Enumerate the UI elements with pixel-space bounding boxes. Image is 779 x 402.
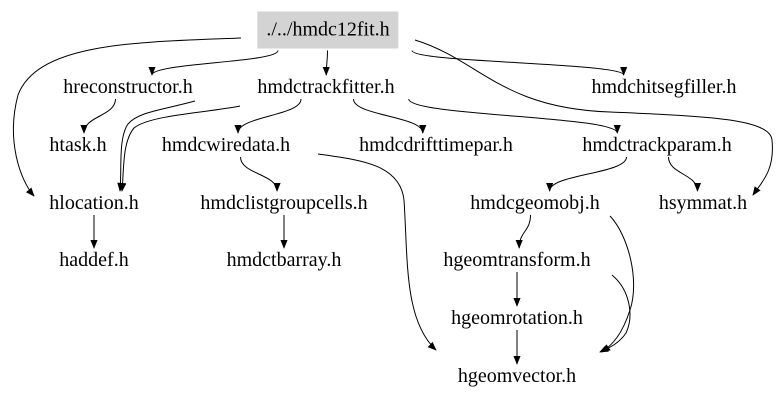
edge-hreconstructor-to-hlocation: [117, 100, 196, 192]
edge-hmdcwiredata-to-hgeomvector: [317, 153, 437, 351]
node-hmdcdrifttimepar[interactable]: hmdcdrifttimepar.h: [359, 134, 513, 156]
edge-hmdcgeomobj-to-hgeomvector: [601, 215, 635, 353]
node-hmdcgeomobj[interactable]: hmdcgeomobj.h: [470, 192, 600, 214]
node-hmdclistgroupcells[interactable]: hmdclistgroupcells.h: [200, 192, 368, 214]
node-hmdc12fit[interactable]: ./../hmdc12fit.h: [257, 11, 399, 49]
edge-hmdc12fit-to-hmdchitsegfiller: [411, 50, 628, 76]
node-hgeomrotation[interactable]: hgeomrotation.h: [451, 307, 583, 329]
node-hmdchitsegfiller[interactable]: hmdchitsegfiller.h: [591, 76, 737, 98]
edge-hreconstructor-to-htask: [80, 98, 116, 134]
edge-hmdctrackfitter-to-hlocation: [119, 105, 241, 192]
edge-hmdctrackparam-to-hmdcgeomobj: [546, 156, 627, 192]
edge-hmdctrackfitter-to-hmdcdrifttimepar: [353, 98, 427, 134]
edge-hmdcwiredata-to-hmdclistgroupcells: [240, 156, 281, 192]
node-hmdctbarray[interactable]: hmdctbarray.h: [226, 249, 342, 271]
node-hsymmat[interactable]: hsymmat.h: [658, 192, 748, 214]
edge-hmdctrackfitter-to-hmdcwiredata: [234, 98, 302, 134]
edge-hmdc12fit-to-hlocation: [12, 37, 242, 197]
node-hreconstructor[interactable]: hreconstructor.h: [63, 76, 193, 98]
node-htask[interactable]: htask.h: [49, 134, 107, 156]
edge-hmdctrackfitter-to-hmdctrackparam: [408, 98, 621, 134]
edge-hmdctrackparam-to-hsymmat: [668, 156, 702, 192]
edge-hmdc12fit-to-hsymmat: [414, 39, 773, 196]
node-hmdctrackparam[interactable]: hmdctrackparam.h: [582, 134, 732, 156]
node-hgeomtransform[interactable]: hgeomtransform.h: [443, 249, 591, 271]
node-hmdctrackfitter[interactable]: hmdctrackfitter.h: [257, 76, 395, 98]
node-hgeomvector[interactable]: hgeomvector.h: [457, 365, 577, 387]
edge-hmdc12fit-to-hmdctrackfitter: [322, 50, 330, 76]
node-hlocation[interactable]: hlocation.h: [49, 192, 139, 214]
edge-hmdcgeomobj-to-hgeomtransform: [515, 214, 531, 249]
node-haddef[interactable]: haddef.h: [59, 249, 129, 271]
edge-hgeomtransform-to-hgeomvector: [599, 274, 631, 353]
edge-hmdc12fit-to-hreconstructor: [148, 50, 279, 76]
node-hmdcwiredata[interactable]: hmdcwiredata.h: [161, 134, 291, 156]
